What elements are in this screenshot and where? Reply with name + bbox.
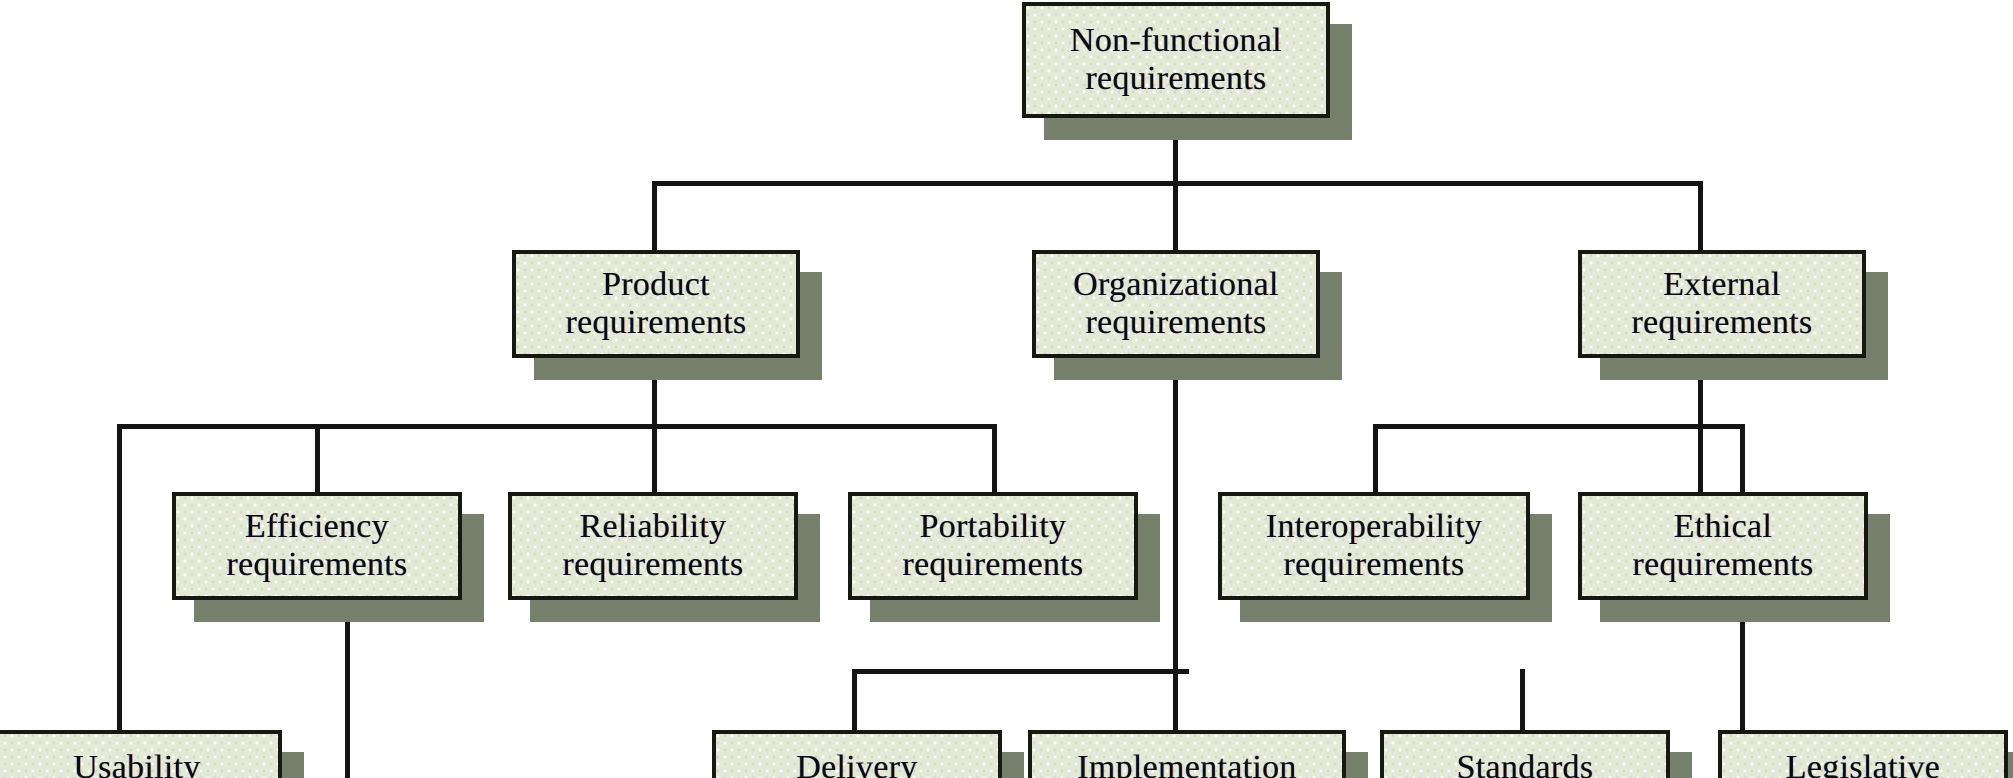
node-usability[interactable]: Usability xyxy=(0,730,282,778)
node-organizational-requirements[interactable]: Organizational requirements xyxy=(1032,250,1320,358)
node-label: Implementation xyxy=(1077,748,1297,778)
connector-drop-standards xyxy=(1520,669,1525,734)
node-reliability-requirements[interactable]: Reliability requirements xyxy=(508,492,798,600)
connector-drop-usability xyxy=(117,424,122,736)
connector-drop-delivery xyxy=(852,669,857,734)
node-label: Reliability requirements xyxy=(562,507,744,583)
node-delivery[interactable]: Delivery xyxy=(712,730,1002,778)
node-label: Ethical requirements xyxy=(1632,507,1814,583)
node-label: Portability requirements xyxy=(902,507,1084,583)
node-label: Organizational requirements xyxy=(1073,265,1279,341)
connector-drop-product xyxy=(652,181,657,256)
connector-drop-interoperability xyxy=(1373,424,1378,496)
node-efficiency-requirements[interactable]: Efficiency requirements xyxy=(172,492,462,600)
node-standards[interactable]: Standards xyxy=(1380,730,1670,778)
connector-drop-organizational xyxy=(1173,181,1178,256)
connector-drop-portability xyxy=(992,424,997,496)
connector-bus-product xyxy=(117,424,997,429)
node-implementation[interactable]: Implementation xyxy=(1028,730,1346,778)
connector-drop-external xyxy=(1698,181,1703,256)
node-label: Efficiency requirements xyxy=(226,507,408,583)
connector-bus-external xyxy=(1373,424,1745,429)
connector-product-stem xyxy=(652,350,657,428)
node-non-functional-requirements[interactable]: Non-functional requirements xyxy=(1022,2,1330,118)
node-label: Delivery xyxy=(796,748,918,778)
node-ethical-requirements[interactable]: Ethical requirements xyxy=(1578,492,1868,600)
node-label: Product requirements xyxy=(565,265,747,341)
node-label: Legislative xyxy=(1785,748,1941,778)
connector-bus-organizational xyxy=(852,669,1189,674)
node-label: External requirements xyxy=(1631,265,1813,341)
connector-external-stem xyxy=(1698,350,1703,428)
node-external-requirements[interactable]: External requirements xyxy=(1578,250,1866,358)
node-legislative[interactable]: Legislative xyxy=(1718,730,2008,778)
connector-drop-efficiency xyxy=(315,424,320,496)
node-interoperability-requirements[interactable]: Interoperability requirements xyxy=(1218,492,1530,600)
node-label: Non-functional requirements xyxy=(1070,21,1282,97)
node-product-requirements[interactable]: Product requirements xyxy=(512,250,800,358)
connector-root-stem xyxy=(1173,100,1178,184)
node-label: Interoperability requirements xyxy=(1265,507,1483,583)
node-portability-requirements[interactable]: Portability requirements xyxy=(848,492,1138,600)
connector-organizational-stem xyxy=(1173,350,1178,674)
connector-drop-implementation xyxy=(1173,669,1178,734)
node-label: Usability xyxy=(73,748,201,778)
connector-efficiency-stem-down xyxy=(345,592,350,778)
connector-drop-ethical xyxy=(1698,424,1703,496)
node-label: Standards xyxy=(1456,748,1594,778)
connector-drop-reliability xyxy=(652,424,657,496)
